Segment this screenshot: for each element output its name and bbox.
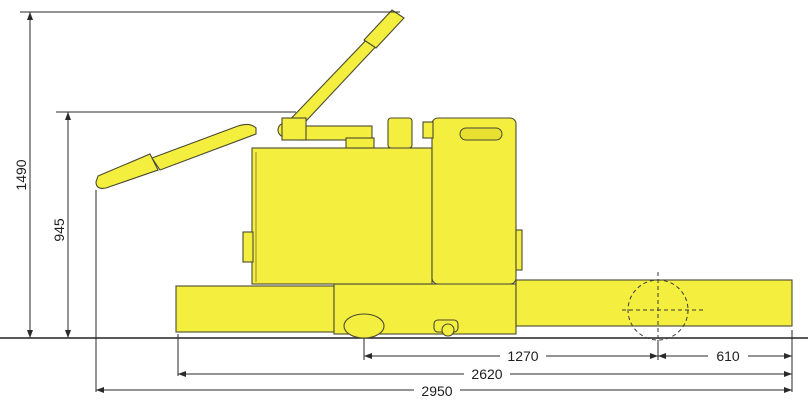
tiller-arm-lowered — [151, 123, 257, 171]
side-tab — [242, 231, 254, 263]
deck-step — [345, 137, 375, 149]
dim-label-1270: 1270 — [507, 348, 538, 364]
dimension-handle-height: 945 — [51, 111, 296, 338]
dimension-total-height: 1490 — [13, 11, 400, 338]
tiller-hub — [281, 117, 307, 141]
control-tower — [431, 117, 517, 285]
battery-cover — [251, 147, 433, 285]
tower-knob — [422, 121, 434, 139]
rear-platform — [175, 285, 335, 333]
dim-label-1490: 1490 — [13, 159, 29, 190]
pallet-truck — [95, 9, 793, 346]
dim-label-2620: 2620 — [471, 366, 502, 382]
control-knob — [387, 117, 413, 149]
dim-label-610: 610 — [716, 348, 740, 364]
dim-label-945: 945 — [51, 218, 67, 242]
dimension-1270: 1270 — [364, 346, 658, 364]
drive-wheel — [343, 313, 385, 339]
tower-grip — [459, 127, 503, 141]
tiller-grip-raised — [363, 9, 405, 49]
dimension-2950: 2950 — [96, 381, 792, 399]
fork — [515, 279, 793, 327]
castor-wheel — [441, 323, 455, 337]
tiller-grip-lowered — [95, 153, 159, 189]
tower-side-plate — [515, 229, 523, 271]
dimension-2620: 2620 — [178, 364, 792, 382]
dim-label-2950: 2950 — [421, 383, 452, 399]
dimension-610: 610 — [658, 346, 792, 364]
